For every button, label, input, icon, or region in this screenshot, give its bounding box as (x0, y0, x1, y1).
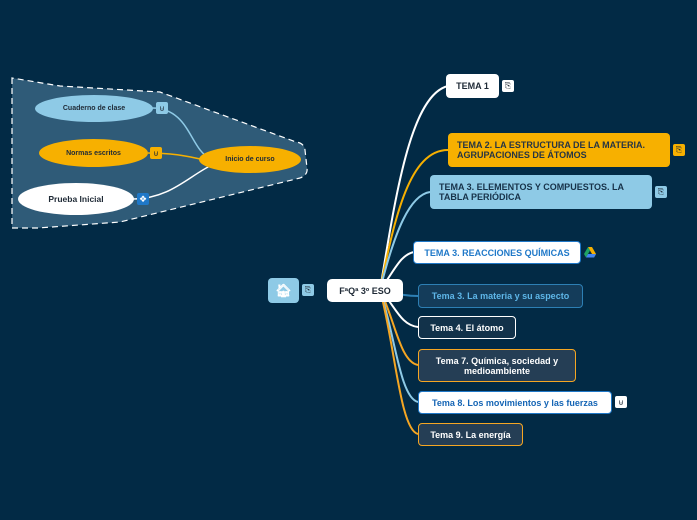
home-button[interactable]: 🏠︎ (268, 278, 299, 303)
topic-label: TEMA 3. ELEMENTOS Y COMPUESTOS. LA TABLA… (439, 182, 624, 202)
group-item-label: Normas escritos (66, 149, 121, 157)
topic-tema-3-reacciones[interactable]: TEMA 3. REACCIONES QUÍMICAS (413, 241, 581, 264)
dropbox-icon[interactable]: ❖ (137, 193, 149, 205)
google-drive-glyph (584, 246, 596, 257)
group-item-normas[interactable]: Normas escritos (39, 139, 148, 167)
topic-tema-7[interactable]: Tema 7. Química, sociedad y medioambient… (418, 349, 576, 382)
group-hub-label: Inicio de curso (225, 156, 275, 163)
attachment-icon[interactable]: ⎘ (655, 186, 667, 198)
root-node[interactable]: FªQª 3º ESO (327, 279, 403, 302)
root-label: FªQª 3º ESO (339, 285, 391, 296)
link-icon[interactable]: ⊍ (156, 102, 168, 114)
topic-tema-1[interactable]: TEMA 1 (446, 74, 499, 98)
topic-label: TEMA 3. REACCIONES QUÍMICAS (424, 247, 570, 258)
topic-label: Tema 4. El átomo (430, 322, 504, 333)
topic-tema-2[interactable]: TEMA 2. LA ESTRUCTURA DE LA MATERIA. AGR… (448, 133, 670, 167)
topic-tema-9[interactable]: Tema 9. La energía (418, 423, 523, 446)
topic-label: Tema 7. Química, sociedad y medioambient… (435, 355, 559, 376)
group-item-prueba[interactable]: Prueba Inicial (18, 183, 134, 215)
link-icon[interactable]: ⊍ (615, 396, 627, 408)
google-drive-icon[interactable] (584, 246, 596, 258)
attachment-icon[interactable]: ⎘ (502, 80, 514, 92)
root-connectors (379, 85, 449, 435)
topic-label: TEMA 1 (456, 81, 489, 91)
topic-label: Tema 9. La energía (430, 429, 511, 440)
group-item-label: Cuaderno de clase (62, 105, 126, 112)
topic-tema-3-elementos[interactable]: TEMA 3. ELEMENTOS Y COMPUESTOS. LA TABLA… (430, 175, 652, 209)
group-item-label: Prueba Inicial (48, 194, 104, 204)
group-item-cuaderno[interactable]: Cuaderno de clase (35, 95, 153, 122)
topic-label: Tema 8. Los movimientos y las fuerzas (432, 397, 598, 408)
topic-label: TEMA 2. LA ESTRUCTURA DE LA MATERIA. AGR… (457, 140, 645, 160)
attachment-icon[interactable]: ⎘ (302, 284, 314, 296)
link-icon[interactable]: ⊍ (150, 147, 162, 159)
topic-tema-3-materia[interactable]: Tema 3. La materia y su aspecto (418, 284, 583, 308)
topic-tema-4[interactable]: Tema 4. El átomo (418, 316, 516, 339)
topic-label: Tema 3. La materia y su aspecto (431, 291, 570, 301)
topic-tema-8[interactable]: Tema 8. Los movimientos y las fuerzas (418, 391, 612, 414)
home-icon: 🏠︎ (275, 282, 292, 298)
group-hub-inicio-de-curso[interactable]: Inicio de curso (199, 146, 301, 173)
attachment-icon[interactable]: ⎘ (673, 144, 685, 156)
